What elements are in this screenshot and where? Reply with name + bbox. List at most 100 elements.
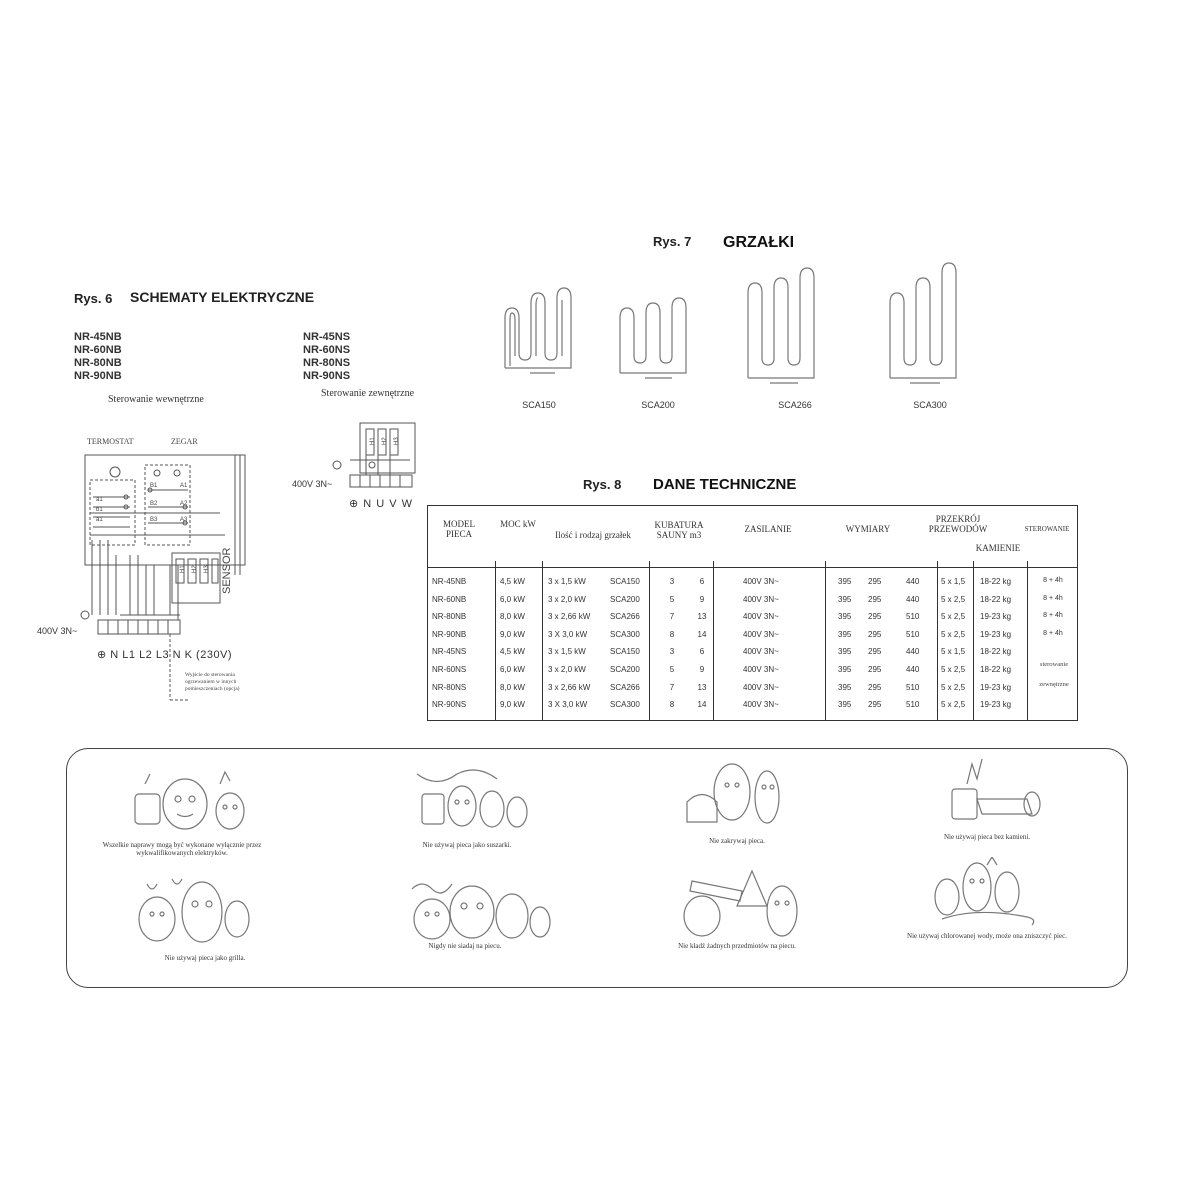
cell-kamienie: 19-23 kg: [980, 700, 1012, 710]
cell-k2: 6: [699, 647, 705, 657]
tech-data-table: MODEL PIECA MOC kW Ilość i rodzaj grzałe…: [427, 505, 1078, 721]
cell-w1: 395: [838, 665, 852, 674]
cell-model: NR-80NS: [432, 682, 467, 692]
cell-zas: 400V 3N~: [743, 612, 779, 622]
cell-przekroj: 5 x 2,5: [941, 665, 966, 674]
cell-kamienie: 18-22 kg: [980, 647, 1012, 657]
cell-w2: 295: [868, 682, 882, 692]
cell-w3: 510: [906, 612, 920, 622]
fig6-rys-label: Rys. 6: [74, 291, 113, 306]
cell-w1: 395: [838, 577, 852, 586]
cell-w2: 295: [868, 577, 882, 586]
heater-label-sca150: SCA150: [522, 400, 556, 410]
cell-ilosc: 3 x 1,5 kW: [548, 577, 586, 586]
cell-ster: 8 + 4h: [1043, 577, 1063, 584]
cell-zas: 400V 3N~: [743, 665, 779, 674]
model-nb-1: NR-45NB: [74, 331, 122, 343]
warning-caption-1: Wszelkie naprawy mogą być wykonane wyłąc…: [102, 841, 262, 857]
cell-typ: SCA200: [610, 665, 640, 674]
fig8-rys-label: Rys. 8: [583, 477, 622, 492]
cell-moc: 6,0 kW: [500, 594, 525, 604]
output-note: Wyjście do sterowania ogrzewaniem w inny…: [185, 672, 240, 692]
svg-text:H1: H1: [180, 565, 186, 573]
cell-kamienie: 18-22 kg: [980, 665, 1012, 674]
svg-text:B1: B1: [150, 483, 158, 489]
fig7-title: GRZAŁKI: [723, 234, 795, 251]
cell-k2: 13: [697, 682, 707, 692]
cell-przekroj: 5 x 2,5: [941, 612, 966, 622]
cell-w3: 440: [906, 594, 920, 604]
heater-label-sca300: SCA300: [913, 400, 947, 410]
cell-ster: 8 + 4h: [1043, 629, 1063, 637]
cell-moc: 9,0 kW: [500, 629, 525, 639]
cell-ilosc: 3 x 2,0 kW: [548, 594, 586, 604]
internal-control-label: Sterowanie wewnętrzne: [108, 394, 204, 405]
warning-caption-3: Nie zakrywaj pieca.: [709, 837, 765, 845]
svg-text:H2: H2: [382, 437, 388, 445]
svg-text:H3: H3: [204, 565, 210, 573]
cell-moc: 4,5 kW: [500, 647, 525, 657]
cell-przekroj: 5 x 2,5: [941, 629, 966, 639]
external-control-label: Sterowanie zewnętrzne: [321, 388, 415, 399]
cell-ilosc: 3 X 3,0 kW: [548, 700, 588, 710]
cell-model: NR-45NB: [432, 577, 467, 586]
warning-caption-5: Nie używaj pieca jako grilla.: [164, 954, 246, 962]
svg-text:H3: H3: [394, 437, 400, 445]
warning-illustration-7: [683, 869, 798, 937]
cell-w2: 295: [868, 647, 882, 657]
th-moc: MOC kW: [500, 519, 536, 529]
cell-ster: 8 + 4h: [1043, 594, 1063, 602]
cell-zas: 400V 3N~: [743, 700, 779, 710]
cell-k2: 9: [699, 665, 705, 674]
cell-zas: 400V 3N~: [743, 629, 779, 639]
cell-moc: 8,0 kW: [500, 612, 525, 622]
cell-w2: 295: [868, 594, 882, 604]
cell-model: NR-45NS: [432, 647, 467, 657]
svg-text:a1: a1: [96, 497, 103, 503]
cell-w2: 295: [868, 665, 882, 674]
model-ns-2: NR-60NS: [303, 344, 351, 356]
cell-przekroj: 5 x 1,5: [941, 577, 966, 586]
cell-k1: 5: [669, 594, 675, 604]
cell-zas: 400V 3N~: [743, 594, 779, 604]
cell-przekroj: 5 x 2,5: [941, 594, 966, 604]
cell-ilosc: 3 x 2,66 kW: [548, 612, 591, 622]
warning-caption-2: Nie używaj pieca jako suszarki.: [422, 841, 512, 849]
cell-kamienie: 19-23 kg: [980, 682, 1012, 692]
cell-model: NR-80NB: [432, 612, 467, 622]
cell-zas: 400V 3N~: [743, 647, 779, 657]
cell-typ: SCA150: [610, 577, 640, 586]
cell-w3: 440: [906, 665, 920, 674]
cell-moc: 4,5 kW: [500, 577, 525, 586]
cell-kamienie: 19-23 kg: [980, 612, 1012, 622]
cell-w1: 395: [838, 629, 852, 639]
fig8-title: DANE TECHNICZNE: [653, 476, 797, 493]
cell-kamienie: 18-22 kg: [980, 594, 1012, 604]
cell-model: NR-90NS: [432, 700, 467, 710]
fig7-rys-label: Rys. 7: [653, 234, 692, 249]
cell-zas: 400V 3N~: [743, 682, 779, 692]
cell-k1: 8: [669, 629, 675, 639]
supply-right-label: 400V 3N~: [292, 479, 333, 489]
cell-k2: 14: [697, 700, 707, 710]
svg-text:B3: B3: [150, 517, 158, 523]
heaters-illustration: [504, 262, 957, 384]
warning-illustration-3: [686, 763, 780, 824]
warning-caption-6: Nigdy nie siadaj na piecu.: [428, 942, 502, 950]
cell-kamienie: 18-22 kg: [980, 577, 1012, 586]
cell-moc: 9,0 kW: [500, 700, 525, 710]
cell-w2: 295: [868, 612, 882, 622]
cell-ilosc: 3 x 2,0 kW: [548, 665, 586, 674]
cell-w1: 395: [838, 700, 852, 710]
warning-illustration-2: [416, 769, 528, 828]
external-wiring-diagram: H1 H2 H3: [332, 422, 416, 488]
svg-text:A1: A1: [180, 483, 188, 489]
cell-przekroj: 5 x 2,5: [941, 700, 966, 710]
cell-w3: 440: [906, 647, 920, 657]
cell-k1: 7: [669, 682, 675, 692]
warning-illustration-5: [138, 878, 250, 943]
cell-model: NR-60NS: [432, 665, 467, 674]
